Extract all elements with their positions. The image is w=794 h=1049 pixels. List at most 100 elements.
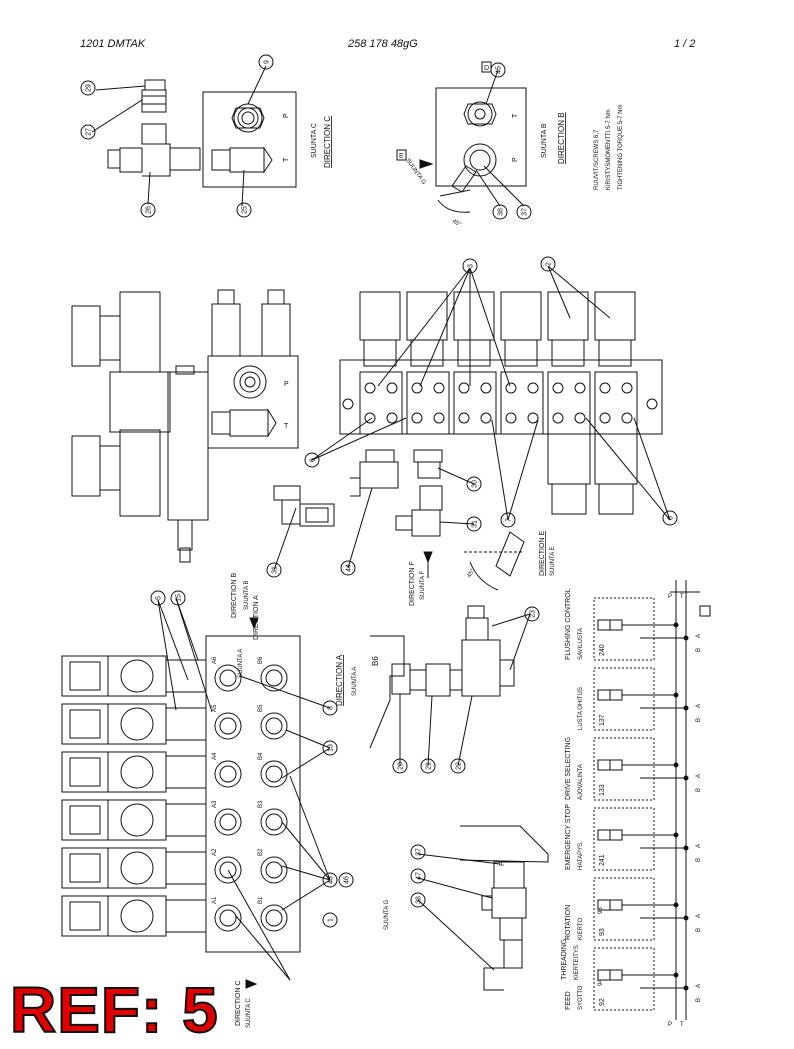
- schematic-section-label-fi: HATAPYS.: [578, 841, 584, 870]
- solenoid-nut: [69, 709, 101, 739]
- manifold-port-inner: [219, 765, 237, 783]
- solenoid-bottom: [594, 433, 638, 485]
- valve-module: [500, 371, 544, 435]
- solenoid-face: [120, 659, 154, 693]
- solenoid-stem: [165, 851, 207, 885]
- callout-number: 38: [416, 896, 423, 904]
- solenoid-face: [120, 899, 154, 933]
- reference-stamp: REF: 5: [9, 974, 219, 1046]
- manifold-port: [260, 904, 288, 932]
- junction-dot: [673, 692, 679, 698]
- junction-dot: [673, 972, 679, 978]
- solenoid-nut: [69, 853, 101, 883]
- schematic-section-number: 133: [599, 784, 606, 796]
- manifold-port-inner: [219, 669, 237, 687]
- callout-number: 31: [472, 520, 479, 528]
- view-g-label-fi: SUUNTA G: [384, 899, 390, 930]
- junction-dot: [683, 775, 689, 781]
- screw: [621, 412, 633, 424]
- port-label-t-b: T: [512, 113, 519, 118]
- callout-number: 8: [328, 706, 335, 710]
- screw: [386, 382, 398, 394]
- callout-balloon: [410, 844, 426, 860]
- view-c-label-fi: SUUNTA C: [311, 123, 318, 158]
- callout-number: 44: [346, 564, 353, 572]
- schematic-port-b: B: [696, 928, 702, 932]
- schematic-extra-94: 94: [598, 979, 604, 986]
- solenoid-top: [594, 291, 636, 341]
- solenoid-top: [547, 291, 589, 341]
- manifold-port: [214, 664, 242, 692]
- port-label-b6-detail: B6: [371, 656, 380, 666]
- callout-number: 29: [86, 84, 93, 92]
- callout-balloon: [492, 204, 508, 220]
- junction-dot: [683, 985, 689, 991]
- view-b-label-en-2: DIRECTION B: [231, 573, 238, 618]
- coil: [504, 339, 538, 367]
- valve-symbol: [597, 619, 611, 631]
- solenoid-body: [107, 847, 167, 889]
- solenoid-face: [120, 803, 154, 837]
- schematic-section-number: 92: [599, 998, 606, 1006]
- view-a-label-fi: SUUNTA A: [352, 667, 358, 696]
- callout-number: 6: [668, 516, 675, 520]
- manifold-port-label: A3: [212, 800, 218, 808]
- box-label-d: D: [484, 65, 489, 72]
- coil: [598, 483, 634, 515]
- junction-dot: [683, 635, 689, 641]
- callout-number: 47: [416, 872, 423, 880]
- callout-balloon: [150, 590, 166, 606]
- port-label-p: P: [283, 113, 290, 118]
- manifold-port-inner: [265, 909, 283, 927]
- schematic-port-a: A: [696, 844, 702, 848]
- callout-balloon: [322, 912, 338, 928]
- manifold-port-label: B2: [258, 848, 264, 856]
- callout-number: 22: [456, 762, 463, 770]
- manifold-port-label: B6: [258, 656, 264, 664]
- coil: [551, 483, 587, 515]
- view-a-label-en-2: DIRECTION A: [253, 595, 260, 640]
- view-c-label-en: DIRECTION C: [323, 116, 332, 168]
- callout-number: 27: [86, 128, 93, 136]
- callout-balloon: [80, 80, 96, 96]
- screw: [574, 412, 586, 424]
- valve-stack-top-view: [339, 291, 663, 515]
- valve-symbol: [609, 689, 623, 701]
- valve-symbol: [609, 829, 623, 841]
- manifold-port-label: B4: [258, 752, 264, 760]
- manifold-port-inner: [265, 669, 283, 687]
- screw: [552, 412, 564, 424]
- port-label-p-g: P: [499, 861, 506, 866]
- port-label-t-side: T: [284, 423, 289, 430]
- bus-label-p-bottom: P: [668, 1022, 672, 1028]
- solenoid-stem: [165, 899, 207, 933]
- valve-module: [406, 371, 450, 435]
- solenoid-body: [107, 655, 167, 697]
- screw: [411, 382, 423, 394]
- schematic-port-b: B: [696, 648, 702, 652]
- view-c-label-en-2: DIRECTION C: [235, 981, 242, 1027]
- schematic-port-b: B: [696, 858, 702, 862]
- callout-number: 46: [344, 876, 351, 884]
- solenoid-top: [500, 291, 542, 341]
- schematic-section-label-en: FLUSHING CONTROL: [565, 588, 572, 660]
- callout-number: 5: [156, 596, 163, 600]
- view-b-label-fi-2: SUUNTA B: [244, 580, 250, 610]
- screw: [599, 412, 611, 424]
- coil: [551, 339, 585, 367]
- junction-dot: [683, 705, 689, 711]
- screw: [599, 382, 611, 394]
- callout-balloon: [516, 204, 532, 220]
- callout-number: 37: [416, 848, 423, 856]
- manifold-port-inner: [219, 717, 237, 735]
- callout-number: 13: [328, 744, 335, 752]
- valve-symbol: [609, 899, 623, 911]
- manifold-port: [214, 712, 242, 740]
- callout-balloon: [410, 868, 426, 884]
- coil: [363, 339, 397, 367]
- solenoid-body: [107, 895, 167, 937]
- manifold-port-label: B3: [258, 800, 264, 808]
- manifold-port: [214, 904, 242, 932]
- callout-number: 20: [398, 762, 405, 770]
